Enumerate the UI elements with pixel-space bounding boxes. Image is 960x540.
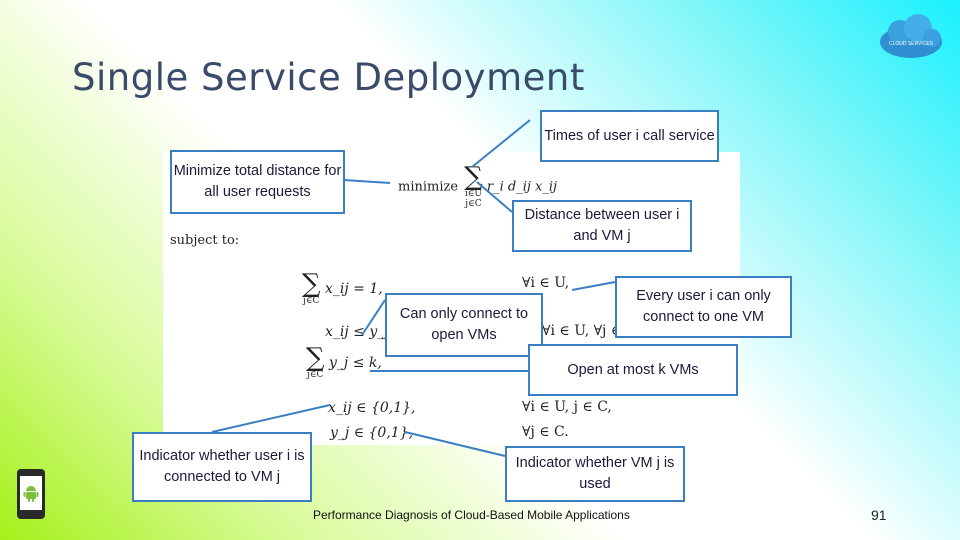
constraint-4: x_ij ∈ {0,1}, (328, 400, 416, 416)
callout-indicator-vm: Indicator whether VM j is used (505, 446, 685, 502)
constraint-4-condition: ∀i ∈ U, j ∈ C, (522, 399, 612, 415)
page-number: 91 (871, 507, 887, 523)
minimize-keyword: minimize (398, 179, 459, 195)
objective-function: minimize ∑ i∈U j∈C r_i d_ij x_ij (398, 162, 558, 209)
objective-expression: r_i d_ij x_ij (486, 179, 558, 195)
connector-indicator-user (211, 404, 331, 433)
cloud-logo: CLOUD SERVICES (878, 12, 944, 66)
callout-every-user: Every user i can only connect to one VM (615, 276, 792, 338)
connector-can-only (361, 299, 386, 336)
android-phone-icon (17, 469, 45, 519)
slide-title: Single Service Deployment (72, 56, 585, 99)
android-icon (23, 486, 39, 502)
slide-footer: Performance Diagnosis of Cloud-Based Mob… (313, 508, 630, 522)
constraint-2: x_ij ≤ y_j, (325, 324, 394, 340)
callout-can-only-connect: Can only connect to open VMs (385, 293, 543, 357)
constraint-1: ∑j∈C x_ij = 1, (302, 269, 383, 306)
constraint-5-condition: ∀j ∈ C. (522, 424, 569, 440)
callout-distance-between: Distance between user i and VM j (512, 200, 692, 252)
connector-times (471, 119, 531, 168)
connector-distance (476, 181, 513, 213)
callout-minimize-total: Minimize total distance for all user req… (170, 150, 345, 214)
constraint-1-condition: ∀i ∈ U, (522, 275, 570, 291)
constraint-5: y_j ∈ {0,1}, (330, 425, 414, 441)
connector-indicator-vm (404, 431, 506, 457)
connector-every-user (571, 281, 616, 291)
callout-times-of-user: Times of user i call service (540, 110, 719, 162)
subject-to-label: subject to: (170, 233, 240, 248)
constraint-3: ∑j∈C y_j ≤ k, (306, 343, 382, 380)
connector-minimize (343, 179, 391, 184)
cloud-icon: CLOUD SERVICES (880, 14, 942, 58)
callout-indicator-user: Indicator whether user i is connected to… (132, 432, 312, 502)
logo-text: CLOUD SERVICES (889, 41, 934, 47)
callout-open-at-most: Open at most k VMs (528, 344, 738, 396)
